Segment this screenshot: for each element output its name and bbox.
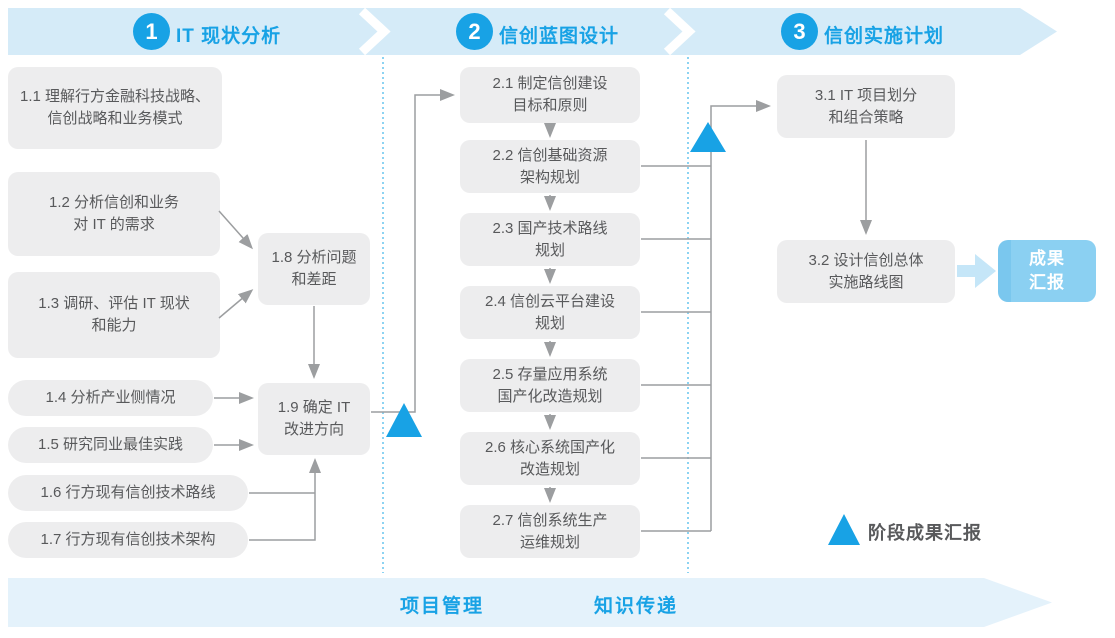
box-3-1: 3.1 IT 项目划分 和组合策略: [777, 75, 955, 138]
milestone-triangle-icon: [690, 122, 726, 152]
box-1-5: 1.5 研究同业最佳实践: [8, 427, 213, 463]
arrow-1-3-to-1-8: [218, 289, 254, 319]
footer-label-project-management: 项目管理: [400, 596, 485, 617]
phase-1-number-badge: 1: [133, 13, 170, 50]
phase-1-title: IT 现状分析: [176, 26, 282, 47]
box-1-1: 1.1 理解行方金融科技战略、 信创战略和业务模式: [8, 67, 222, 149]
box-2-6: 2.6 核心系统国产化 改造规划: [460, 432, 640, 485]
result-report-box: 成果 汇报: [998, 240, 1096, 302]
box-2-4: 2.4 信创云平台建设 规划: [460, 286, 640, 339]
box-2-2: 2.2 信创基础资源 架构规划: [460, 140, 640, 193]
footer-band: [8, 578, 1052, 627]
phase-3-title: 信创实施计划: [824, 26, 945, 47]
arrow-3-2-to-result: [957, 254, 996, 288]
box-1-7: 1.7 行方现有信创技术架构: [8, 522, 248, 558]
box-3-2: 3.2 设计信创总体 实施路线图: [777, 240, 955, 303]
phase-3-number-badge: 3: [781, 13, 818, 50]
box-1-4: 1.4 分析产业侧情况: [8, 380, 213, 416]
phase-2-number-badge: 2: [456, 13, 493, 50]
footer-label-knowledge-transfer: 知识传递: [594, 596, 679, 617]
legend-label: 阶段成果汇报: [868, 523, 982, 543]
chevron-separator-icon: [358, 7, 391, 56]
box-2-3: 2.3 国产技术路线 规划: [460, 213, 640, 266]
chevron-separator-icon: [663, 7, 696, 56]
phase-2-title: 信创蓝图设计: [499, 26, 620, 47]
box-1-6: 1.6 行方现有信创技术路线: [8, 475, 248, 511]
box-1-9: 1.9 确定 IT 改进方向: [258, 383, 370, 455]
box-1-3: 1.3 调研、评估 IT 现状 和能力: [8, 272, 220, 358]
box-2-7: 2.7 信创系统生产 运维规划: [460, 505, 640, 558]
milestone-triangle-icon: [386, 403, 422, 437]
box-1-2: 1.2 分析信创和业务 对 IT 的需求: [8, 172, 220, 256]
box-2-1: 2.1 制定信创建设 目标和原则: [460, 67, 640, 123]
arrow-1-7-to-1-9: [249, 458, 321, 541]
box-2-5: 2.5 存量应用系统 国产化改造规划: [460, 359, 640, 412]
box-1-8: 1.8 分析问题 和差距: [258, 233, 370, 305]
legend-triangle-icon: [828, 514, 860, 545]
arrow-1-2-to-1-8: [218, 210, 253, 250]
arrow-1-9-to-2-1: [371, 89, 455, 413]
arrow-trunk-to-3-1: [710, 100, 771, 531]
